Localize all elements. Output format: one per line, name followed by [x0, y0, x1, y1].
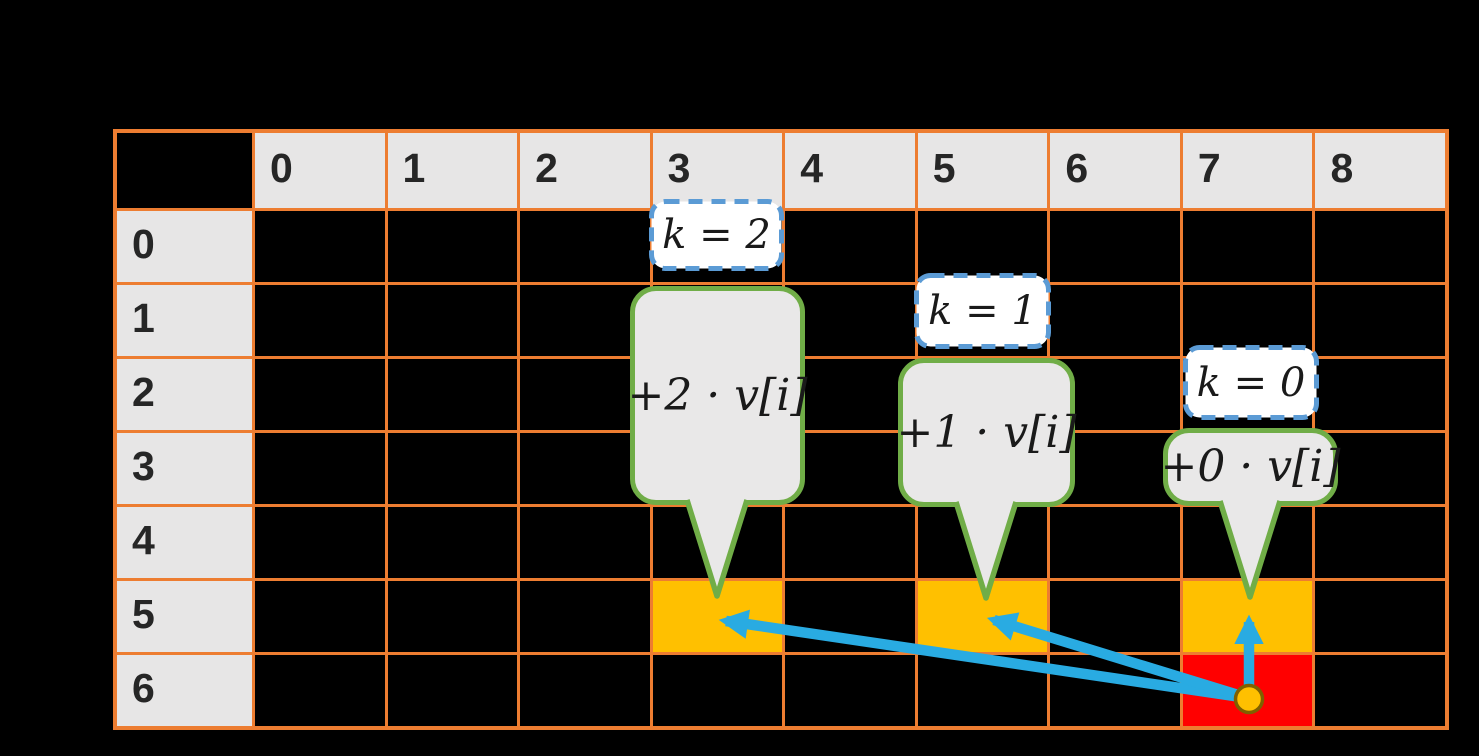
- dashed-border: [1183, 345, 1319, 420]
- cell-r4-c8: [1315, 507, 1445, 578]
- cell-r3-c0: [255, 433, 385, 504]
- cell-r5-c2: [520, 581, 650, 652]
- callout-add-2v: +2 · v[i]: [627, 286, 808, 505]
- dashed-border: [914, 273, 1051, 349]
- callout-pointer: [1217, 500, 1283, 600]
- cell-r1-c8: [1315, 285, 1445, 356]
- cell-r5-c6: [1050, 581, 1180, 652]
- cell-r0-c6: [1050, 211, 1180, 282]
- badge-k0: k = 0: [1182, 344, 1320, 421]
- callout-pointer: [953, 501, 1019, 601]
- callout-formula: +1 · v[i]: [896, 406, 1077, 458]
- cell-r3-c4: [785, 433, 915, 504]
- cell-r5-c4: [785, 581, 915, 652]
- cell-r6-c6: [1050, 655, 1180, 726]
- col-header-3: 3: [652, 133, 783, 208]
- cell-r4-c2: [520, 507, 650, 578]
- col-header-5: 5: [917, 133, 1048, 208]
- cell-r0-c4: [785, 211, 915, 282]
- cell-r5-c8: [1315, 581, 1445, 652]
- cell-r3-c1: [387, 433, 518, 504]
- callout-add-0v: +0 · v[i]: [1160, 428, 1341, 506]
- cell-r2-c2: [520, 359, 650, 430]
- cell-r6-c1: [387, 655, 518, 726]
- cell-r5-c1: [387, 581, 518, 652]
- cell-r1-c4: [785, 285, 915, 356]
- cell-r1-c1: [387, 285, 518, 356]
- cell-r0-c8: [1315, 211, 1445, 282]
- row-header-5: 5: [117, 581, 252, 652]
- row-header-2: 2: [117, 359, 252, 430]
- callout-formula: +2 · v[i]: [627, 369, 808, 421]
- cell-r6-c8: [1315, 655, 1445, 726]
- col-header-4: 4: [785, 133, 915, 208]
- cell-r6-c2: [520, 655, 650, 726]
- cell-r4-c0: [255, 507, 385, 578]
- cell-r6-c7: [1182, 655, 1313, 726]
- badge-label: k = 1: [928, 288, 1037, 334]
- col-header-1: 1: [387, 133, 518, 208]
- cell-r1-c7: [1182, 285, 1313, 356]
- col-header-0: 0: [255, 133, 385, 208]
- cell-r6-c0: [255, 655, 385, 726]
- cell-r4-c1: [387, 507, 518, 578]
- cell-r2-c1: [387, 359, 518, 430]
- cell-r5-c0: [255, 581, 385, 652]
- cell-r6-c3: [652, 655, 783, 726]
- cell-r1-c6: [1050, 285, 1180, 356]
- row-header-1: 1: [117, 285, 252, 356]
- badge-label: k = 2: [662, 212, 771, 258]
- col-header-8: 8: [1315, 133, 1445, 208]
- col-header-2: 2: [520, 133, 650, 208]
- dashed-border: [649, 199, 784, 271]
- col-header-7: 7: [1182, 133, 1313, 208]
- badge-k1: k = 1: [913, 272, 1052, 350]
- cell-r6-c4: [785, 655, 915, 726]
- row-header-3: 3: [117, 433, 252, 504]
- cell-r4-c4: [785, 507, 915, 578]
- cell-r3-c2: [520, 433, 650, 504]
- callout-add-1v: +1 · v[i]: [896, 358, 1077, 507]
- row-header-0: 0: [117, 211, 252, 282]
- cell-r1-c2: [520, 285, 650, 356]
- row-header-4: 4: [117, 507, 252, 578]
- cell-r0-c0: [255, 211, 385, 282]
- corner-cell: [117, 133, 252, 208]
- cell-r4-c6: [1050, 507, 1180, 578]
- cell-r0-c7: [1182, 211, 1313, 282]
- badge-label: k = 0: [1196, 359, 1306, 406]
- cell-r2-c4: [785, 359, 915, 430]
- callout-formula: +0 · v[i]: [1160, 441, 1341, 492]
- col-header-6: 6: [1050, 133, 1180, 208]
- cell-r2-c8: [1315, 359, 1445, 430]
- cell-r0-c1: [387, 211, 518, 282]
- cell-r1-c0: [255, 285, 385, 356]
- cell-r0-c2: [520, 211, 650, 282]
- row-header-6: 6: [117, 655, 252, 726]
- cell-r6-c5: [917, 655, 1048, 726]
- callout-pointer: [684, 499, 750, 599]
- cell-r0-c5: [917, 211, 1048, 282]
- cell-r2-c0: [255, 359, 385, 430]
- badge-k2: k = 2: [648, 198, 785, 272]
